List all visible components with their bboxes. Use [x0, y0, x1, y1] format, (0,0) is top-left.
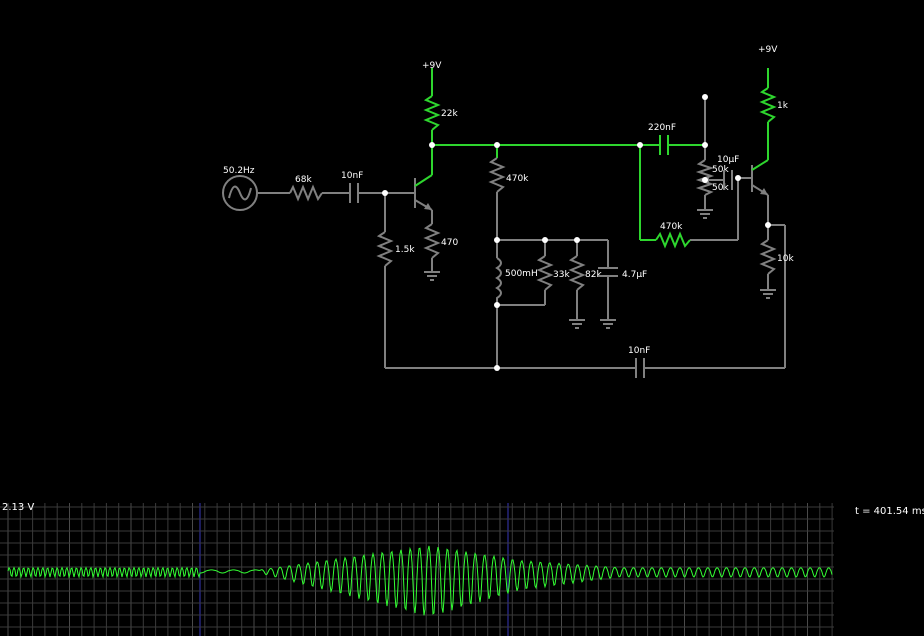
energized-wires [431, 68, 769, 241]
ac-source[interactable] [222, 175, 258, 211]
resistor-82k-label: 82k [585, 270, 602, 280]
capacitor-10nf-output-label: 10nF [628, 346, 650, 356]
ground-pot [697, 209, 713, 219]
resistor-33k[interactable] [536, 255, 554, 291]
resistor-470-label: 470 [441, 238, 458, 248]
inductor-500mh-label: 500mH [505, 269, 538, 279]
resistor-1k[interactable] [759, 87, 777, 123]
potentiometer-50k-a-label: 50k [712, 165, 729, 175]
oscilloscope-panel[interactable] [0, 503, 834, 636]
source-frequency-label: 50.2Hz [223, 166, 255, 176]
resistor-68k[interactable] [289, 184, 323, 202]
capacitor-10nf-output[interactable] [635, 358, 645, 378]
resistor-1-5k-label: 1.5k [395, 245, 415, 255]
resistor-470k-feedback-label: 470k [660, 222, 683, 232]
capacitor-10nf-input-label: 10nF [341, 171, 363, 181]
supply-right-label: +9V [758, 45, 778, 55]
resistor-470k-top[interactable] [488, 157, 506, 193]
resistor-470[interactable] [423, 223, 441, 259]
resistor-10k[interactable] [759, 239, 777, 275]
scope-grid [0, 503, 834, 636]
capacitor-220nf-label: 220nF [648, 123, 676, 133]
scope-voltage-readout: 2.13 V [2, 502, 35, 513]
ground-4-7uf [600, 319, 616, 329]
resistor-470k-top-label: 470k [506, 174, 529, 184]
transistor-left[interactable] [414, 174, 433, 211]
capacitor-4-7uf-label: 4.7µF [622, 270, 647, 280]
potentiometer-50k-b-label: 50k [712, 183, 729, 193]
ground-82k [569, 319, 585, 329]
resistor-1-5k[interactable] [376, 231, 394, 267]
supply-left-label: +9V [422, 61, 442, 71]
capacitor-10uf-label: 10µF [717, 155, 739, 165]
inductor-500mh[interactable] [495, 257, 502, 300]
capacitor-10nf-input[interactable] [349, 183, 359, 203]
resistor-1k-label: 1k [777, 101, 789, 111]
resistor-22k-label: 22k [441, 109, 458, 119]
junction-dots [382, 94, 771, 371]
resistor-33k-label: 33k [553, 270, 570, 280]
resistor-470k-feedback[interactable] [655, 231, 691, 249]
scope-time-readout: t = 401.54 ms [855, 506, 924, 517]
capacitor-10uf[interactable] [723, 170, 733, 190]
scope-trace [7, 545, 833, 616]
capacitor-4-7uf[interactable] [598, 267, 618, 277]
resistor-82k[interactable] [568, 255, 586, 291]
capacitor-220nf[interactable] [659, 135, 669, 155]
resistor-68k-label: 68k [295, 175, 312, 185]
ground-10k [760, 289, 776, 299]
wires [258, 97, 786, 369]
resistor-10k-label: 10k [777, 254, 794, 264]
transistor-right[interactable] [751, 159, 769, 196]
resistor-22k[interactable] [423, 95, 441, 131]
ground-470 [424, 271, 440, 281]
